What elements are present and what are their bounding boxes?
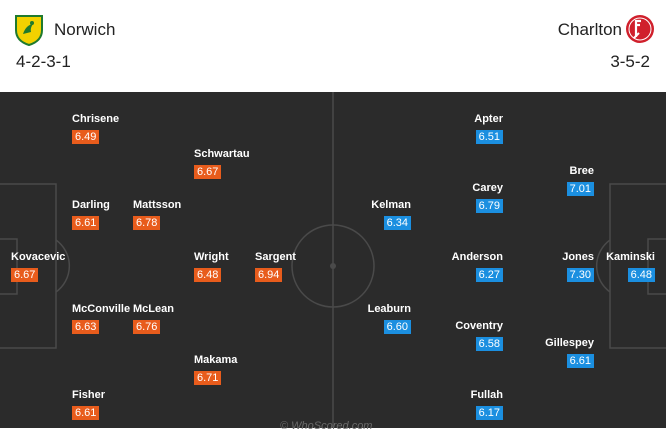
player-rating: 6.48 [194, 268, 222, 282]
player-name: Schwartau [194, 148, 250, 160]
player-rating: 6.27 [475, 268, 503, 282]
player-rating: 6.71 [194, 371, 222, 385]
player-rating: 6.58 [475, 337, 503, 351]
player-name: McConville [72, 303, 131, 315]
player-mcconville[interactable]: McConville 6.63 [72, 303, 130, 335]
player-rating: 6.76 [133, 320, 161, 334]
player-name: Makama [194, 354, 238, 366]
player-name: Sargent [255, 251, 296, 263]
home-formation: 4-2-3-1 [16, 52, 71, 71]
player-coventry[interactable]: Coventry 6.58 [455, 320, 503, 352]
player-name: Darling [72, 199, 110, 211]
player-jones[interactable]: Jones 7.30 [562, 251, 594, 283]
player-gillespey[interactable]: Gillespey 6.61 [545, 337, 594, 369]
charlton-crest-icon [625, 13, 655, 45]
player-rating: 6.61 [566, 354, 594, 368]
player-name: Kovacevic [11, 251, 66, 263]
player-name: Bree [569, 165, 594, 177]
player-rating: 6.60 [383, 320, 411, 334]
player-name: Mattsson [133, 199, 182, 211]
whoscored-watermark: © WhoScored.com [280, 420, 373, 432]
player-name: Fullah [470, 389, 503, 401]
player-rating: 6.17 [475, 406, 503, 420]
home-team-name[interactable]: Norwich [54, 20, 116, 39]
pitch: Kovacevic 6.67 Chrisene 6.49 Darling 6.6… [0, 92, 666, 428]
player-rating: 6.67 [194, 165, 222, 179]
player-bree[interactable]: Bree 7.01 [566, 165, 594, 197]
player-anderson[interactable]: Anderson 6.27 [452, 251, 503, 283]
player-wright[interactable]: Wright 6.48 [194, 251, 229, 283]
player-rating: 6.79 [475, 199, 503, 213]
player-name: Leaburn [367, 303, 411, 315]
player-name: Fisher [72, 389, 106, 401]
player-darling[interactable]: Darling 6.61 [72, 199, 110, 231]
player-name: Kaminski [606, 251, 655, 263]
player-rating: 6.49 [72, 130, 100, 144]
player-rating: 6.94 [255, 268, 283, 282]
player-name: Apter [474, 113, 503, 125]
player-kelman[interactable]: Kelman 6.34 [371, 199, 411, 231]
player-rating: 6.78 [133, 216, 161, 230]
player-fullah[interactable]: Fullah 6.17 [471, 389, 503, 421]
player-makama[interactable]: Makama 6.71 [194, 354, 237, 386]
player-rating: 6.63 [72, 320, 100, 334]
player-name: Kelman [371, 199, 411, 211]
player-kovacevic[interactable]: Kovacevic 6.67 [11, 251, 65, 283]
player-kaminski[interactable]: Kaminski 6.48 [606, 251, 655, 283]
player-rating: 6.48 [627, 268, 655, 282]
player-rating: 6.34 [383, 216, 411, 230]
player-name: Gillespey [545, 337, 594, 349]
player-rating: 6.61 [72, 406, 100, 420]
player-apter[interactable]: Apter 6.51 [474, 113, 503, 145]
away-formation: 3-5-2 [610, 52, 650, 71]
player-chrisene[interactable]: Chrisene 6.49 [72, 113, 119, 145]
player-name: Jones [562, 251, 594, 263]
pitch-markings [0, 92, 666, 428]
player-carey[interactable]: Carey 6.79 [472, 182, 503, 214]
player-fisher[interactable]: Fisher 6.61 [72, 389, 105, 421]
player-rating: 6.61 [72, 216, 100, 230]
player-rating: 7.01 [566, 182, 594, 196]
player-name: Carey [472, 182, 503, 194]
player-name: Anderson [451, 251, 503, 263]
player-sargent[interactable]: Sargent 6.94 [255, 251, 296, 283]
away-team-name[interactable]: Charlton [557, 20, 622, 39]
player-rating: 7.30 [566, 268, 594, 282]
player-mclean[interactable]: McLean 6.76 [133, 303, 174, 335]
norwich-crest-icon [14, 14, 44, 47]
player-rating: 6.51 [475, 130, 503, 144]
player-leaburn[interactable]: Leaburn 6.60 [368, 303, 411, 335]
match-header: Norwich 4-2-3-1 Charlton 3-5-2 [0, 0, 666, 92]
player-mattsson[interactable]: Mattsson 6.78 [133, 199, 181, 231]
player-rating: 6.67 [11, 268, 39, 282]
player-name: Coventry [455, 320, 503, 332]
player-name: Wright [194, 251, 229, 263]
player-schwartau[interactable]: Schwartau 6.67 [194, 148, 250, 180]
player-name: Chrisene [72, 113, 120, 125]
player-name: McLean [133, 303, 174, 315]
